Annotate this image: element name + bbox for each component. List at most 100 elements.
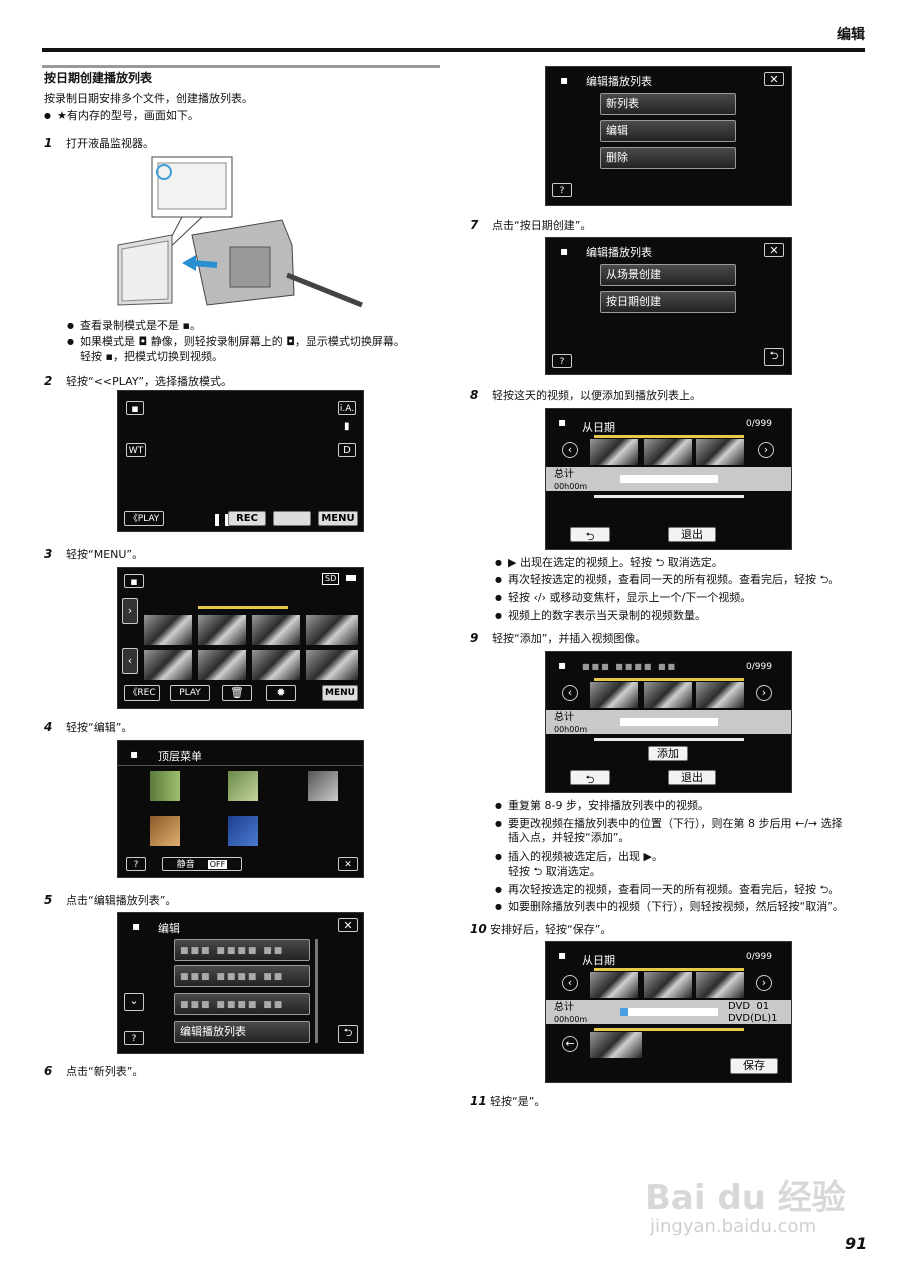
next-arrow-icon[interactable]: › xyxy=(758,442,774,458)
close-button[interactable]: ✕ xyxy=(338,857,358,871)
exit-button[interactable]: 退出 xyxy=(668,770,716,785)
edit-playlist-screen: ▪ 编辑播放列表 ✕ 新列表 编辑 删除 ? xyxy=(545,66,792,206)
edit-list-button[interactable]: 编辑 xyxy=(600,120,736,142)
thumbnail[interactable] xyxy=(252,615,300,645)
play-mode-button[interactable]: 《PLAY xyxy=(124,511,164,526)
close-button[interactable]: ✕ xyxy=(338,918,358,932)
step1-bullet: 如果模式是 ◘ 静像，则轻按录制屏幕上的 ◘，显示模式切换屏幕。 xyxy=(67,334,405,349)
step9-bullet: 要更改视频在播放列表中的位置（下行），则在第 8 步后用 ←/→ 选择 xyxy=(495,816,843,831)
thumbnail[interactable] xyxy=(590,682,638,708)
ia-button[interactable]: i.A. xyxy=(338,401,356,415)
thumbnail[interactable] xyxy=(644,972,692,998)
flag-button[interactable] xyxy=(273,511,311,526)
date-timeline[interactable] xyxy=(594,968,744,971)
thumbnail[interactable] xyxy=(696,972,744,998)
play-button[interactable]: PLAY xyxy=(170,685,210,701)
total-label: 总计 xyxy=(554,712,574,723)
next-arrow-icon[interactable]: › xyxy=(756,975,772,991)
mute-button[interactable]: 静音 OFF xyxy=(162,857,242,871)
thumbnail[interactable] xyxy=(306,615,358,645)
back-button[interactable]: ⮌ xyxy=(570,527,610,543)
menu-button[interactable]: MENU xyxy=(318,511,358,526)
thumbnail[interactable] xyxy=(644,682,692,708)
back-button[interactable]: ⮌ xyxy=(338,1025,358,1043)
settings-icon[interactable]: ✹ xyxy=(266,685,296,701)
rec-mode-button[interactable]: 《REC xyxy=(124,685,160,701)
help-button[interactable]: ? xyxy=(124,1031,144,1045)
step-number: 3 xyxy=(44,547,53,561)
playlist-thumbnail[interactable] xyxy=(590,1032,642,1058)
sd-menu-icon[interactable] xyxy=(228,816,258,846)
header-rule xyxy=(42,48,865,52)
menu-button[interactable]: MENU xyxy=(322,685,358,701)
thumbnail[interactable] xyxy=(306,650,358,680)
help-button[interactable]: ? xyxy=(126,857,146,871)
date-timeline[interactable] xyxy=(594,678,744,681)
help-button[interactable]: ? xyxy=(552,354,572,368)
step8-bullet: 视频上的数字表示当天录制的视频数量。 xyxy=(495,608,706,623)
close-button[interactable]: ✕ xyxy=(764,72,784,86)
scrollbar[interactable] xyxy=(315,939,318,1043)
create-by-date-button[interactable]: 按日期创建 xyxy=(600,291,736,313)
rec-button[interactable]: REC xyxy=(228,511,266,526)
prev-arrow-icon[interactable]: ‹ xyxy=(562,685,578,701)
step8-bullet: 轻按 ‹/› 或移动变焦杆，显示上一个/下一个视频。 xyxy=(495,590,751,605)
thumbnail[interactable] xyxy=(198,615,246,645)
scroll-down-button[interactable]: ⌄ xyxy=(124,993,144,1011)
add-button[interactable]: 添加 xyxy=(648,746,688,761)
model-note: ★有内存的型号，画面如下。 xyxy=(44,108,199,123)
total-time: 00h00m xyxy=(554,725,588,734)
thumbnail[interactable] xyxy=(252,650,300,680)
create-from-scene-button[interactable]: 从场景创建 xyxy=(600,264,736,286)
screen-title: 从日期 xyxy=(582,421,615,434)
capacity-fill xyxy=(620,1008,628,1016)
edit-menu-item[interactable]: ■■■ ■■■■ ■■ xyxy=(174,993,310,1015)
thumbnail[interactable] xyxy=(590,972,638,998)
delete-icon[interactable]: 🗑 xyxy=(222,685,252,701)
step9-bullet: 再次轻按选定的视频，查看同一天的所有视频。查看完后，轻按 ⮌。 xyxy=(495,882,839,897)
video-mode-icon[interactable]: ▪ xyxy=(126,401,144,415)
thumbnail[interactable] xyxy=(144,615,192,645)
d-button[interactable]: D xyxy=(338,443,356,457)
film-menu-icon[interactable] xyxy=(150,771,180,801)
save-button[interactable]: 保存 xyxy=(730,1058,778,1074)
step-text: 点击“编辑播放列表”。 xyxy=(66,894,177,907)
clip-counter: 0/999 xyxy=(746,952,772,962)
thumbnail[interactable] xyxy=(644,439,692,465)
delete-list-button[interactable]: 删除 xyxy=(600,147,736,169)
scroll-left-icon[interactable]: ← xyxy=(562,1036,578,1052)
edit-menu-icon[interactable] xyxy=(228,771,258,801)
back-button[interactable]: ⮌ xyxy=(570,770,610,786)
clip-counter: 0/999 xyxy=(746,662,772,672)
new-list-button[interactable]: 新列表 xyxy=(600,93,736,115)
exit-button[interactable]: 退出 xyxy=(668,527,716,542)
help-button[interactable]: ? xyxy=(552,183,572,197)
edit-menu-item[interactable]: ■■■ ■■■■ ■■ xyxy=(174,939,310,961)
step-number: 1 xyxy=(44,136,53,150)
video-mode-icon[interactable]: ▪ xyxy=(124,574,144,588)
thumbnail[interactable] xyxy=(144,650,192,680)
back-button[interactable]: ⮌ xyxy=(764,348,784,366)
prev-arrow-icon[interactable]: ‹ xyxy=(562,442,578,458)
thumbnail[interactable] xyxy=(590,439,638,465)
step9-bullet: 插入的视频被选定后，出现 ▶。 xyxy=(495,849,663,864)
date-timeline[interactable] xyxy=(198,606,288,609)
settings-menu-icon[interactable] xyxy=(308,771,338,801)
edit-playlist-item[interactable]: 编辑播放列表 xyxy=(174,1021,310,1043)
close-button[interactable]: ✕ xyxy=(764,243,784,257)
thumbnail[interactable] xyxy=(696,439,744,465)
wt-button[interactable]: WT xyxy=(126,443,146,457)
thumbnail[interactable] xyxy=(696,682,744,708)
video-mode-icon: ▪ xyxy=(132,919,141,933)
edit-menu-item[interactable]: ■■■ ■■■■ ■■ xyxy=(174,965,310,987)
next-arrow-icon[interactable]: › xyxy=(756,685,772,701)
date-timeline[interactable] xyxy=(594,435,744,438)
thumbnail[interactable] xyxy=(198,650,246,680)
step-number: 10 xyxy=(470,922,487,936)
copy-menu-icon[interactable] xyxy=(150,816,180,846)
next-page-button[interactable]: › xyxy=(122,598,138,624)
step9-bullet-cont: 插入点，并轻按“添加”。 xyxy=(508,831,630,844)
step-number: 7 xyxy=(470,218,479,232)
prev-arrow-icon[interactable]: ‹ xyxy=(562,975,578,991)
prev-page-button[interactable]: ‹ xyxy=(122,648,138,674)
